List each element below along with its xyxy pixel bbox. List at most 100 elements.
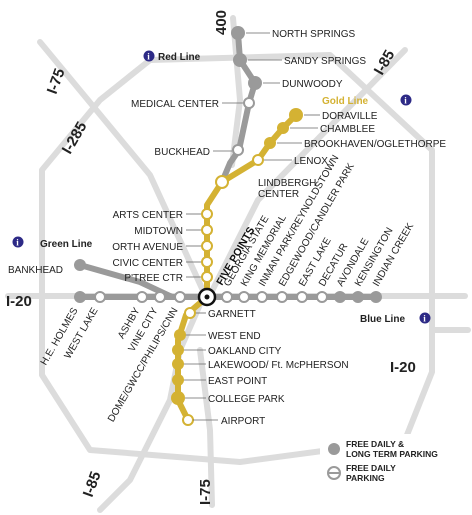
station-civic-center[interactable] <box>201 256 213 268</box>
station-brookhaven[interactable] <box>264 137 276 149</box>
red-line-label: Red Line <box>158 52 201 63</box>
label-oakland-city: OAKLAND CITY <box>208 346 282 357</box>
station-avondale[interactable] <box>334 291 346 303</box>
station-west-lake[interactable] <box>94 291 106 303</box>
legend-daily-2: PARKING <box>346 473 385 483</box>
station-peachtree-center[interactable] <box>201 271 213 283</box>
station-georgia-state[interactable] <box>221 291 233 303</box>
station-he-holmes[interactable] <box>74 291 86 303</box>
station-markers <box>74 26 382 426</box>
green-line-label: Green Line <box>40 239 93 250</box>
info-icon-glyph: i <box>147 52 150 62</box>
info-icon[interactable] <box>143 50 155 62</box>
label-doraville: DORAVILLE <box>322 111 378 122</box>
station-garnett[interactable] <box>184 307 196 319</box>
label-sandy-springs: SANDY SPRINGS <box>284 56 366 67</box>
info-icon[interactable] <box>12 236 24 248</box>
station-lindbergh[interactable] <box>215 175 229 189</box>
label-chamblee: CHAMBLEE <box>320 124 375 135</box>
label-medical-center: MEDICAL CENTER <box>131 99 219 110</box>
station-vine-city[interactable] <box>154 291 166 303</box>
label-midtown: MIDTOWN <box>134 226 183 237</box>
station-airport[interactable] <box>182 414 194 426</box>
i75-nw-label: I-75 <box>44 66 69 96</box>
five-points-core <box>204 294 210 300</box>
station-doraville[interactable] <box>289 108 303 122</box>
label-airport: AIRPORT <box>221 416 265 427</box>
label-bankhead: BANKHEAD <box>8 265 63 276</box>
station-decatur[interactable] <box>316 291 328 303</box>
i75-south <box>197 347 215 508</box>
info-icon-glyph: i <box>423 314 426 324</box>
info-icon[interactable] <box>400 94 412 106</box>
info-icon-glyph: i <box>16 238 19 248</box>
label-arts-center: ARTS CENTER <box>113 210 183 221</box>
i285-perimeter <box>39 52 435 465</box>
station-dunwoody[interactable] <box>248 76 262 90</box>
ga400-label: 400 <box>213 10 230 35</box>
i85-north <box>207 47 408 298</box>
i75-north <box>37 39 208 298</box>
station-labels: NORTH SPRINGS SANDY SPRINGS DUNWOODY MED… <box>8 29 446 427</box>
station-oakland-city[interactable] <box>172 344 184 356</box>
label-dunwoody: DUNWOODY <box>282 79 343 90</box>
station-king-memorial[interactable] <box>238 291 250 303</box>
parking-legend: FREE DAILY & LONG TERM PARKING FREE DAIL… <box>320 434 470 488</box>
station-inman-park[interactable] <box>256 291 268 303</box>
legend-daily-1: FREE DAILY <box>346 463 396 473</box>
station-arts-center[interactable] <box>201 208 213 220</box>
line-legend-labels: i Red Line Gold Line i i Green Line Blue… <box>12 50 431 325</box>
station-indian-creek[interactable] <box>370 291 382 303</box>
station-sandy-springs[interactable] <box>233 53 247 67</box>
legend-box <box>320 434 470 488</box>
station-college-park[interactable] <box>171 391 185 405</box>
station-dome[interactable] <box>174 291 186 303</box>
i285-label: I-285 <box>59 119 91 157</box>
i85-ne-label: I-85 <box>371 47 399 78</box>
legend-long-term-2: LONG TERM PARKING <box>346 449 438 459</box>
station-buckhead[interactable] <box>232 144 244 156</box>
station-lakewood[interactable] <box>172 358 184 370</box>
i75-s-label: I-75 <box>197 479 214 505</box>
label-lindbergh-1: LINDBERGH <box>258 178 316 189</box>
station-north-springs[interactable] <box>231 26 245 40</box>
label-brookhaven: BROOKHAVEN/OGLETHORPE <box>304 139 446 150</box>
label-peachtree-center: P'TREE CTR <box>124 273 183 284</box>
i20-w-label: I-20 <box>6 293 32 310</box>
station-kensington[interactable] <box>352 291 364 303</box>
label-lindbergh-2: CENTER <box>258 189 299 200</box>
info-icon-glyph: i <box>404 96 407 106</box>
i20-e-label: I-20 <box>390 359 416 376</box>
ga400-road <box>229 15 243 168</box>
station-chamblee[interactable] <box>277 122 289 134</box>
info-icon[interactable] <box>419 312 431 324</box>
station-north-avenue[interactable] <box>201 240 213 252</box>
i85-sw-label: I-85 <box>80 469 105 499</box>
station-midtown[interactable] <box>201 224 213 236</box>
station-ashby[interactable] <box>136 291 148 303</box>
label-north-springs: NORTH SPRINGS <box>272 29 355 40</box>
label-civic-center: CIVIC CENTER <box>112 258 183 269</box>
gold-line-label: Gold Line <box>322 96 369 107</box>
label-lenox: LENOX <box>294 156 328 167</box>
label-west-end: WEST END <box>208 331 261 342</box>
station-east-point[interactable] <box>172 374 184 386</box>
station-east-lake[interactable] <box>296 291 308 303</box>
station-west-end[interactable] <box>174 329 186 341</box>
long-term-parking-icon <box>328 443 340 455</box>
label-north-avenue: ORTH AVENUE <box>112 242 183 253</box>
i75-85-connector <box>97 297 205 513</box>
station-edgewood[interactable] <box>276 291 288 303</box>
station-bankhead[interactable] <box>74 259 86 271</box>
leader-lines <box>184 32 320 421</box>
label-east-point: EAST POINT <box>208 376 267 387</box>
blue-line-label: Blue Line <box>360 314 405 325</box>
legend-long-term-1: FREE DAILY & <box>346 439 404 449</box>
label-garnett: GARNETT <box>208 309 256 320</box>
station-lenox[interactable] <box>252 154 264 166</box>
label-college-park: COLLEGE PARK <box>208 394 285 405</box>
station-medical-center[interactable] <box>243 97 255 109</box>
label-lakewood: LAKEWOOD/ Ft. McPHERSON <box>208 360 349 371</box>
